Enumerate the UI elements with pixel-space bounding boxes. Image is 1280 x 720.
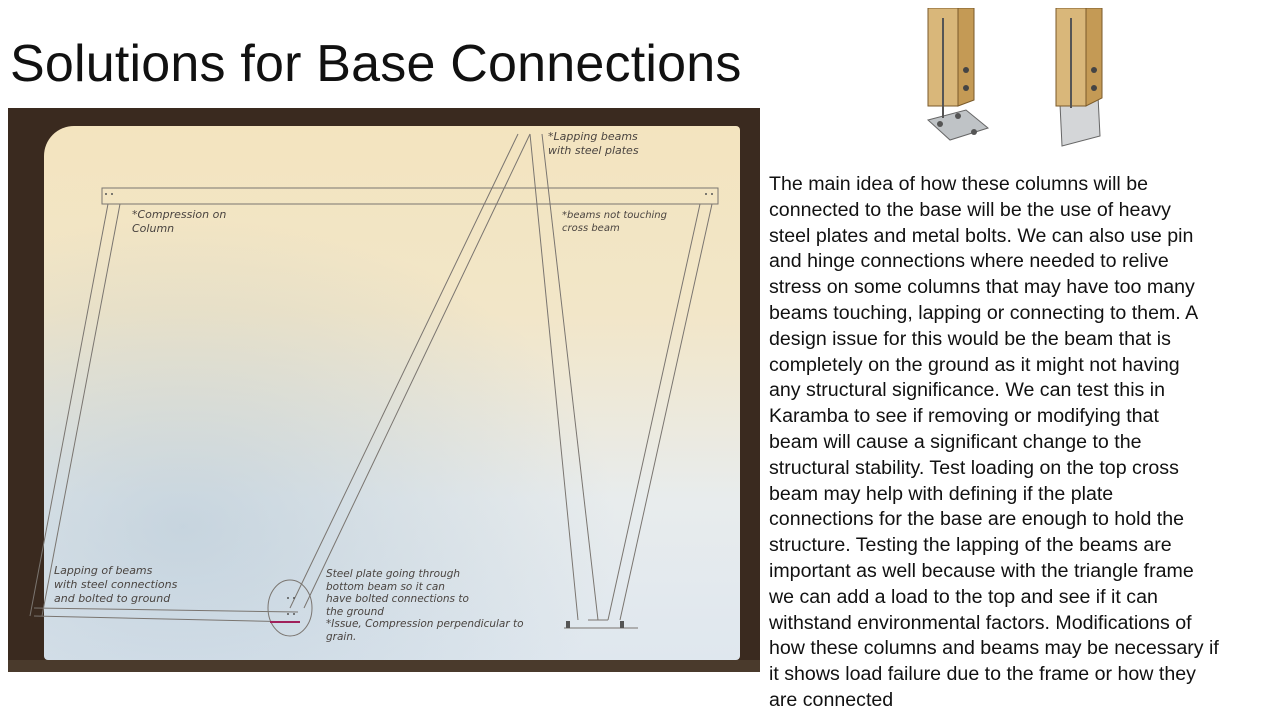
sketch-photo: *Compression on Column *Lapping beams wi… xyxy=(8,108,760,672)
annotation-compression: *Compression on Column xyxy=(132,208,227,235)
frame-sketch xyxy=(29,133,719,637)
annotation-not-touching: *beams not touching cross beam xyxy=(562,210,667,234)
annotation-steel-plate: Steel plate going through bottom beam so… xyxy=(326,568,524,643)
body-paragraph: The main idea of how these columns will … xyxy=(769,173,1219,711)
post-with-knife-plate xyxy=(1055,8,1103,147)
slide-title: Solutions for Base Connections xyxy=(10,35,742,93)
annotation-lapping-bottom: Lapping of beams with steel connections … xyxy=(54,564,178,605)
sketch-paper xyxy=(44,126,740,660)
post-with-base-plate xyxy=(926,8,990,141)
annotation-lapping-top: *Lapping beams with steel plates xyxy=(548,130,639,157)
post-base-bracket-illustration xyxy=(926,8,1103,147)
